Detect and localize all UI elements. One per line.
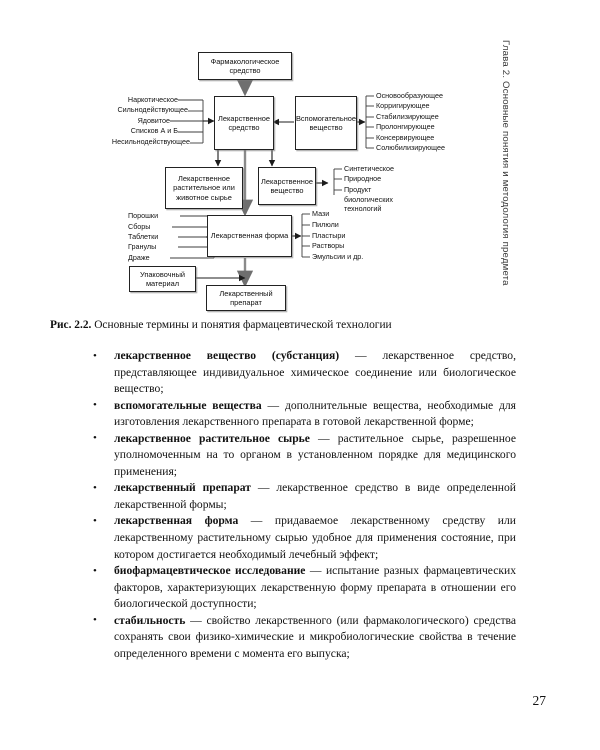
box-dosage-form[interactable]: Лекарственная форма	[207, 215, 292, 257]
label-aux-base-forming: Основообразующее	[376, 91, 443, 100]
list-item: лекарственный препарат — лекарственное с…	[86, 480, 516, 513]
label-aux-preserving: Консервирующее	[376, 133, 435, 142]
label-dosage-herbal-mixtures: Сборы	[128, 222, 151, 231]
label-agent-poisonous: Ядовитое	[137, 116, 170, 125]
box-dosage-form-label: Лекарственная форма	[210, 231, 289, 241]
label-dosage-pills: Пилюли	[312, 220, 339, 229]
box-packaging-material[interactable]: Упаковочный материал	[129, 266, 196, 292]
label-origin-natural: Природное	[344, 174, 382, 183]
label-agent-narcotic: Наркотическое	[127, 95, 178, 104]
box-auxiliary-substance[interactable]: Вспомогательное вещество	[295, 96, 357, 150]
definition-text: — дополнительные вещества, необходимые д…	[114, 398, 516, 429]
label-dosage-solutions: Растворы	[312, 241, 345, 250]
label-dosage-tablets: Таблетки	[128, 232, 159, 241]
list-item: биофармацевтическое исследование — испыт…	[86, 563, 516, 613]
label-dosage-ointments: Мази	[312, 209, 330, 218]
definition-term: лекарственное вещество (субстанция)	[114, 349, 340, 362]
label-dosage-dragees: Драже	[128, 253, 150, 262]
definition-text: — свойство лекарственного (или фармаколо…	[114, 613, 516, 660]
box-medicinal-substance-label: Лекарственное вещество	[261, 176, 313, 195]
definition-text: — лекарственное средство, представляющее…	[114, 349, 516, 396]
list-item: лекарственная форма — придаваемое лекарс…	[86, 513, 516, 563]
definition-text: — придаваемое лекарственному средству ил…	[114, 514, 517, 561]
definition-term: лекарственное растительное сырье	[114, 431, 310, 445]
box-plant-animal-raw-material-label: Лекарственное растительное или животное …	[173, 173, 235, 202]
list-item: вспомогательные вещества — дополнительны…	[86, 397, 516, 431]
definition-term: стабильность	[114, 613, 186, 627]
list-item: стабильность — свойство лекарственного (…	[86, 612, 516, 663]
label-aux-prolonging: Пролонгирующее	[376, 122, 435, 131]
box-medicinal-product-label: Лекарственный препарат	[219, 288, 273, 307]
label-aux-stabilizing: Стабилизирующее	[376, 112, 439, 121]
definition-term: вспомогательные вещества	[114, 398, 262, 412]
box-medicinal-product[interactable]: Лекарственный препарат	[206, 285, 286, 311]
box-plant-animal-raw-material[interactable]: Лекарственное растительное или животное …	[165, 167, 243, 209]
label-origin-synthetic: Синтетическое	[344, 164, 395, 173]
definitions-list: лекарственное вещество (субстанция) — ле…	[86, 348, 516, 662]
figure-caption-text: Основные термины и понятия фармацевтичес…	[91, 319, 392, 331]
box-medicinal-agent[interactable]: Лекарственное средство	[214, 96, 274, 150]
definition-text: — растительное сырье, разрешенное уполно…	[114, 431, 516, 478]
box-auxiliary-substance-label: Вспомогательное вещество	[295, 113, 357, 132]
label-agent-potent: Сильнодействующее	[117, 105, 188, 114]
figure-2-2: Фармакологическое средство Лекарственное…	[0, 0, 600, 315]
definition-text: — испытание разных фармацевтических факт…	[114, 564, 516, 611]
label-dosage-granules: Гранулы	[128, 242, 157, 251]
list-item: лекарственное растительное сырье — расти…	[86, 430, 516, 481]
definition-term: биофармацевтическое исследование	[114, 564, 306, 578]
definition-text: — лекарственное средство в виде определе…	[114, 481, 516, 511]
label-dosage-emulsions: Эмульсии и др.	[312, 252, 364, 261]
running-head: Глава 2. Основные понятия и методология …	[500, 40, 511, 286]
figure-caption-label: Рис. 2.2.	[50, 319, 92, 331]
box-pharmacological-agent-label: Фармакологическое средство	[210, 56, 280, 75]
definition-term: лекарственная форма	[114, 514, 239, 528]
box-pharmacological-agent[interactable]: Фармакологическое средство	[198, 52, 292, 80]
box-medicinal-agent-label: Лекарственное средство	[218, 113, 270, 132]
label-origin-biotech-product: Продукт биологических технологий	[344, 185, 393, 214]
label-dosage-powders: Порошки	[128, 211, 159, 220]
label-dosage-plasters: Пластыри	[312, 231, 346, 240]
label-aux-corrective: Корригирующее	[376, 101, 430, 110]
box-packaging-material-label: Упаковочный материал	[139, 269, 186, 288]
label-agent-lists-a-b: Списков А и Б	[130, 126, 178, 135]
figure-caption: Рис. 2.2. Основные термины и понятия фар…	[50, 318, 550, 332]
page-number: 27	[532, 693, 547, 708]
list-item: лекарственное вещество (субстанция) — ле…	[86, 348, 516, 398]
box-medicinal-substance[interactable]: Лекарственное вещество	[258, 167, 316, 205]
label-aux-solubilizing: Солюбилизирующее	[376, 143, 445, 152]
figure-connectors	[170, 79, 374, 288]
definition-term: лекарственный препарат	[114, 481, 251, 495]
label-agent-non-potent: Несильнодействующее	[111, 137, 190, 146]
